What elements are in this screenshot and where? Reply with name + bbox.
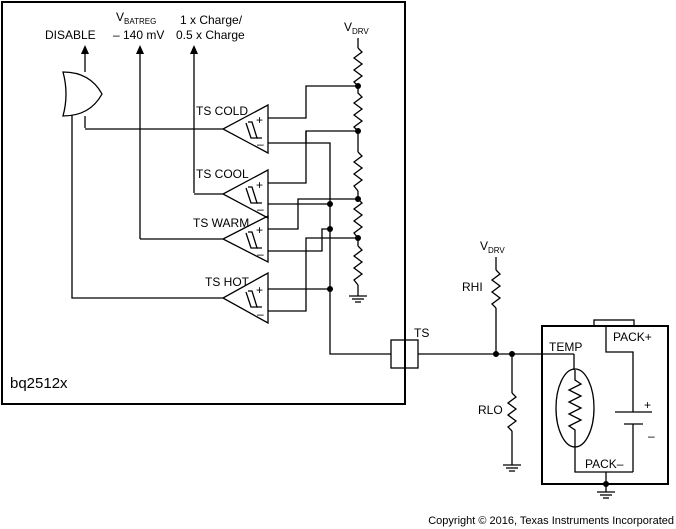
- thermistor: [555, 368, 595, 448]
- svg-text:+: +: [256, 178, 263, 192]
- rlo-resistor: [506, 392, 518, 432]
- vbatreg-label: VBATREG: [116, 10, 156, 26]
- vbatreg-arrow: [136, 45, 144, 239]
- or-gate: [62, 71, 103, 117]
- charge-label-line1: 1 x Charge/: [180, 13, 243, 27]
- rhi-resistor: [490, 269, 502, 309]
- charge-arrow: [190, 45, 198, 193]
- svg-text:+: +: [256, 223, 263, 237]
- svg-text:–: –: [648, 429, 655, 443]
- copyright-notice: Copyright © 2016, Texas Instruments Inco…: [428, 515, 674, 527]
- divider-resistor-4: [352, 198, 364, 239]
- ic-outline: [1, 1, 406, 405]
- vdrv-internal-label: VDRV: [344, 20, 369, 36]
- internal-ground-symbol: [349, 295, 367, 303]
- vbatreg-offset-label: – 140 mV: [113, 28, 164, 42]
- charge-label-line2: 0.5 x Charge: [176, 28, 245, 42]
- rlo-ground-symbol: [503, 464, 521, 472]
- divider-resistor-5: [352, 245, 364, 286]
- rlo-label: RLO: [478, 403, 503, 417]
- comparator-ts-warm: [221, 214, 269, 264]
- disable-arrow: [81, 45, 89, 72]
- ts-cool-label: TS COOL: [196, 167, 249, 181]
- chip-name: bq2512x: [10, 375, 68, 392]
- ts-cold-label: TS COLD: [196, 104, 248, 118]
- pack-plus-terminal: [593, 319, 635, 327]
- svg-text:+: +: [256, 113, 263, 127]
- rhi-label: RHI: [462, 280, 483, 294]
- svg-text:–: –: [257, 247, 264, 261]
- svg-text:–: –: [257, 137, 264, 151]
- divider-resistor-1: [352, 47, 364, 87]
- svg-text:+: +: [256, 283, 263, 297]
- svg-text:–: –: [257, 307, 264, 321]
- ts-warm-label: TS WARM: [193, 216, 249, 230]
- pack-ground-symbol: [597, 491, 615, 499]
- temp-label: TEMP: [549, 340, 582, 354]
- vdrv-external-label: VDRV: [480, 239, 505, 255]
- pack-plus-label: PACK+: [613, 330, 652, 344]
- disable-label: DISABLE: [45, 28, 96, 42]
- comparator-ts-cool: [221, 168, 269, 220]
- svg-text:–: –: [257, 202, 264, 216]
- comparator-ts-cold: [221, 103, 269, 155]
- ts-hot-label: TS HOT: [205, 275, 250, 289]
- divider-resistor-2: [352, 86, 364, 132]
- svg-text:+: +: [644, 398, 651, 412]
- comparator-ts-hot: [221, 271, 269, 325]
- ts-pin-label: TS: [414, 326, 429, 340]
- battery-cell: [615, 411, 652, 425]
- pack-minus-label: PACK–: [585, 457, 624, 471]
- divider-resistor-3: [352, 151, 364, 192]
